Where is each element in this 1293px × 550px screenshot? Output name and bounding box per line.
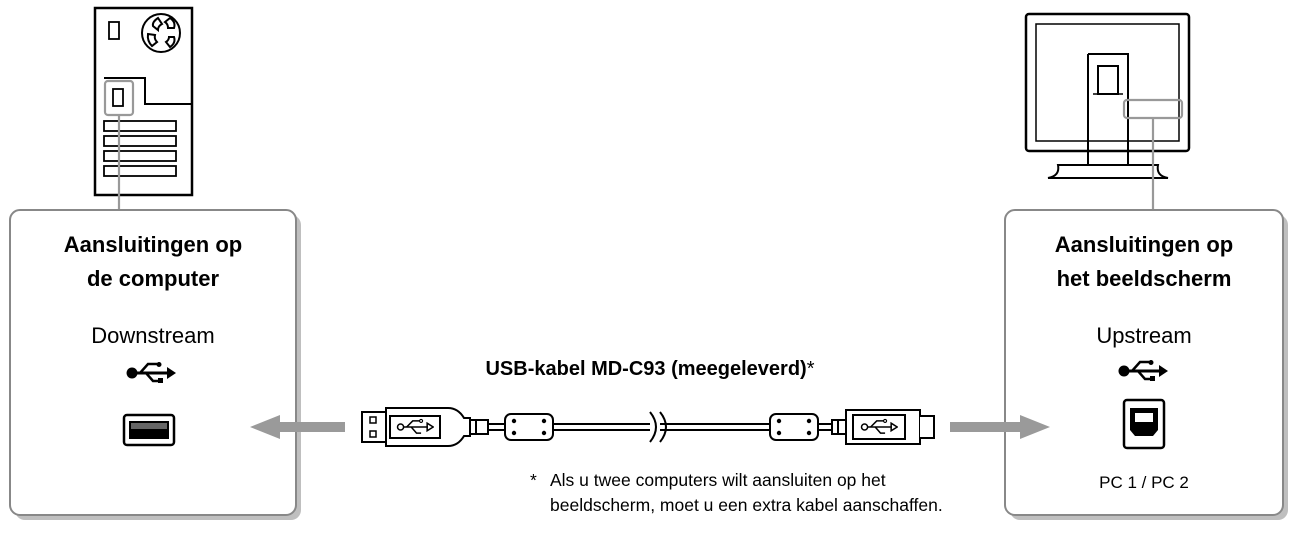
title-line-2: de computer bbox=[86, 266, 220, 291]
usb-type-b-port-icon bbox=[1122, 398, 1166, 450]
title-line-1: Aansluitingen op bbox=[63, 232, 243, 257]
computer-connections-box bbox=[9, 209, 297, 516]
footnote-marker: * bbox=[530, 470, 537, 490]
cable-title: USB-kabel MD-C93 (meegeleverd)* bbox=[380, 358, 920, 381]
monitor-rear-icon bbox=[1024, 12, 1191, 179]
cable-asterisk: * bbox=[806, 358, 815, 380]
upstream-label: Upstream bbox=[1096, 323, 1192, 348]
monitor-box-title: Aansluitingen op het beeldscherm bbox=[1005, 228, 1283, 296]
footnote: * Als u twee computers wilt aansluiten o… bbox=[530, 468, 982, 518]
arrow-right-icon bbox=[950, 415, 1050, 439]
title-line-1: Aansluitingen op bbox=[1054, 232, 1234, 257]
downstream-label: Downstream bbox=[91, 323, 215, 348]
usb-cable-icon bbox=[361, 407, 935, 447]
title-line-2: het beeldscherm bbox=[1056, 266, 1232, 291]
footnote-text: Als u twee computers wilt aansluiten op … bbox=[550, 470, 943, 515]
cable-name: USB-kabel MD-C93 (meegeleverd) bbox=[485, 358, 807, 380]
arrow-left-icon bbox=[250, 415, 345, 439]
pc-port-label: PC 1 / PC 2 bbox=[1099, 473, 1189, 492]
computer-tower-icon bbox=[93, 6, 194, 197]
fan-icon bbox=[141, 13, 181, 53]
computer-box-title: Aansluitingen op de computer bbox=[10, 228, 296, 296]
usb-type-a-port-icon bbox=[122, 413, 176, 447]
